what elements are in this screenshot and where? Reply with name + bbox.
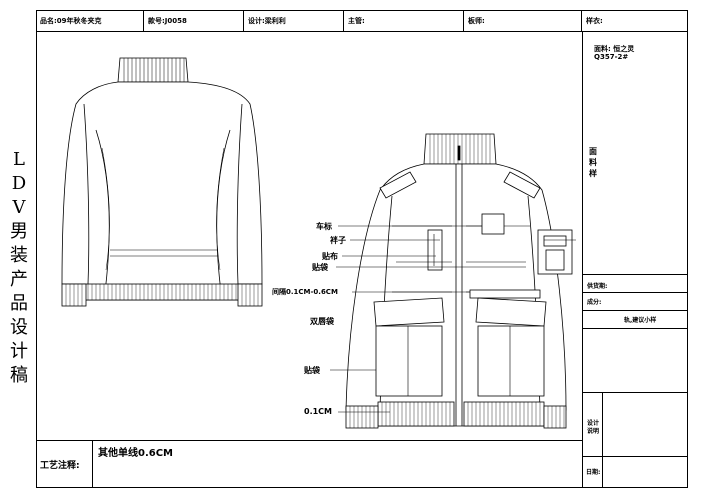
side-title-char: 装 (10, 245, 28, 266)
design-notes-line: 设计 (587, 420, 600, 427)
callout-patch-pocket-bottom: 贴袋 (304, 366, 320, 375)
date-label: 日期: (586, 469, 601, 476)
design-notes-line: 说明 (587, 428, 600, 435)
side-title-char: 稿 (10, 365, 28, 386)
fabric-sample-label: 面 料 样 (589, 146, 599, 179)
header-style-no: 款号:J0058 (144, 10, 244, 32)
callout-tab: 袢子 (330, 236, 346, 245)
front-left-hem-rib (377, 401, 455, 427)
spec-panel (582, 32, 688, 488)
back-body (61, 81, 263, 301)
callout-spacing: 间隔0.1CM-0.6CM (272, 288, 338, 296)
back-view-jacket (61, 57, 263, 307)
back-yoke-band (110, 249, 218, 257)
back-hem-rib (83, 283, 249, 301)
panel-divider (582, 456, 688, 457)
side-title-char: 计 (10, 341, 28, 362)
sample-note: 轨,建议小样 (624, 317, 657, 324)
supply-label: 供货期: (587, 283, 608, 290)
header-supervisor: 主管: (344, 10, 464, 32)
front-zipper (455, 164, 463, 426)
chest-zip-pocket (427, 229, 443, 271)
fabric-sample-char: 面 (589, 147, 597, 156)
fabric-sample-char: 料 (589, 158, 597, 167)
right-shoulder-tab (503, 171, 541, 199)
fabric-sample-char: 样 (589, 169, 597, 178)
sheet-frame (36, 10, 688, 488)
callout-brand-label: 车标 (316, 222, 332, 231)
header-divider (36, 31, 688, 32)
callout-patch-pocket-top: 贴袋 (312, 263, 328, 272)
side-title: L D V 男 装 产 品 设 计 稿 (6, 148, 32, 388)
brand-label-patch (481, 213, 505, 235)
header-designer: 设计:梁利利 (244, 10, 344, 32)
side-title-char: L (13, 149, 25, 170)
craft-notes-label: 工艺注释: (40, 461, 80, 471)
right-pocket-flap (475, 297, 547, 327)
fabric-label: 面料: 恒之灵 (594, 45, 635, 53)
left-shoulder-tab (379, 171, 417, 199)
double-welt-pocket (469, 289, 541, 299)
side-title-char: D (11, 173, 27, 194)
side-title-char: 品 (10, 293, 28, 314)
side-title-char: V (12, 197, 26, 218)
left-patch-pocket (375, 325, 443, 397)
panel-divider (582, 274, 688, 275)
side-title-char: 产 (10, 269, 28, 290)
callout-double-welt: 双唇袋 (310, 317, 334, 326)
footer-divider (36, 440, 582, 441)
back-right-sleeve-seam (236, 103, 243, 285)
left-pocket-flap (373, 297, 445, 327)
front-view-jacket (345, 133, 573, 429)
callout-hem-stitch: 0.1CM (304, 407, 333, 416)
panel-divider (582, 310, 688, 311)
side-title-char: 男 (10, 221, 28, 242)
callout-patch: 贴布 (322, 252, 338, 261)
side-title-char: 设 (10, 317, 28, 338)
right-patch-pocket (477, 325, 545, 397)
panel-divider (602, 392, 603, 488)
front-right-cuff (543, 405, 567, 429)
craft-notes-value: 其他单线0.6CM (98, 448, 174, 459)
panel-divider (582, 292, 688, 293)
panel-divider (582, 328, 688, 329)
header-product-name: 品名:09年秋冬夹克 (36, 10, 144, 32)
back-collar (117, 57, 189, 83)
composition-label: 成分: (587, 299, 602, 306)
header-sample-maker: 样衣: (586, 17, 603, 25)
footer-column-divider (92, 440, 93, 488)
back-left-sleeve-seam (83, 103, 90, 285)
header-pattern-maker: 板师: (464, 10, 582, 32)
panel-divider (582, 392, 688, 393)
callout-leaders (330, 225, 576, 413)
fabric-code: Q357-2# (594, 53, 629, 61)
design-notes-label: 设计 说明 (587, 420, 599, 436)
